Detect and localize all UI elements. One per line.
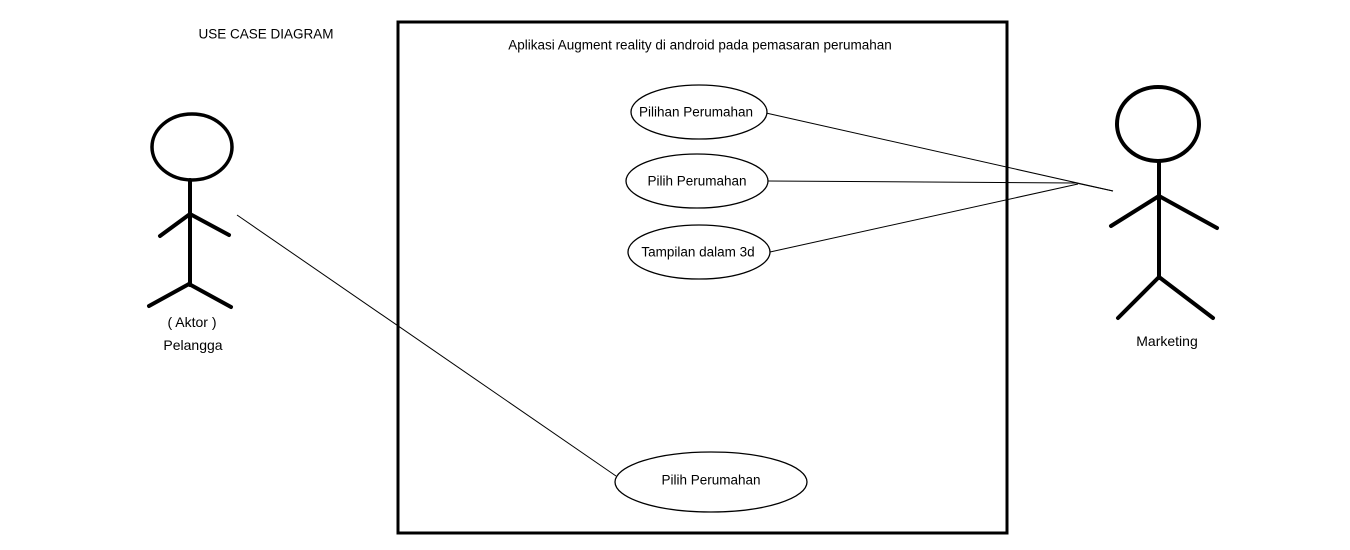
actor-marketing-figure	[1109, 85, 1219, 320]
actor-marketing-label: Marketing	[1136, 333, 1198, 349]
use-case-ellipse-pilihan-perumahan	[630, 84, 768, 140]
actor-pelangga-left-leg	[147, 282, 191, 308]
actor-pelangga-right-arm	[188, 212, 231, 237]
actor-marketing-left-arm	[1109, 194, 1161, 228]
actor-marketing-right-arm	[1157, 194, 1219, 230]
system-boundary-title: Aplikasi Augment reality di android pada…	[508, 37, 892, 53]
actor-pelangga-figure	[147, 112, 234, 309]
system-boundary-box	[396, 20, 1009, 535]
use-case-label-pilih-perumahan-bottom: Pilih Perumahan	[661, 472, 761, 488]
association-pelangga-pilih-perumahan	[236, 214, 617, 477]
page-title: USE CASE DIAGRAM	[198, 26, 334, 42]
actor-pelangga-left-arm	[158, 212, 192, 238]
actor-pelangga-label-line2: Pelangga	[163, 337, 223, 353]
use-case-ellipse-tampilan-dalam-3d	[627, 224, 771, 280]
use-case-label-pilih-perumahan: Pilih Perumahan	[647, 173, 747, 189]
actor-marketing-head	[1115, 85, 1201, 163]
actor-pelangga-label-line1: ( Aktor )	[167, 314, 217, 330]
use-case-ellipse-pilih-perumahan	[625, 153, 769, 209]
use-case-label-tampilan-dalam-3d: Tampilan dalam 3d	[641, 244, 755, 260]
association-pilih-perumahan-marketing	[767, 180, 1114, 192]
actor-pelangga-right-leg	[187, 282, 233, 309]
actor-marketing-left-leg	[1116, 275, 1161, 320]
actor-marketing-right-leg	[1157, 275, 1215, 320]
use-case-label-pilihan-perumahan: Pilihan Perumahan	[638, 104, 754, 120]
actor-pelangga-head	[150, 112, 234, 182]
association-tampilan-3d-marketing	[769, 183, 1079, 253]
use-case-ellipse-pilih-perumahan-bottom	[614, 451, 808, 513]
association-pilihan-perumahan-marketing	[765, 112, 1114, 192]
